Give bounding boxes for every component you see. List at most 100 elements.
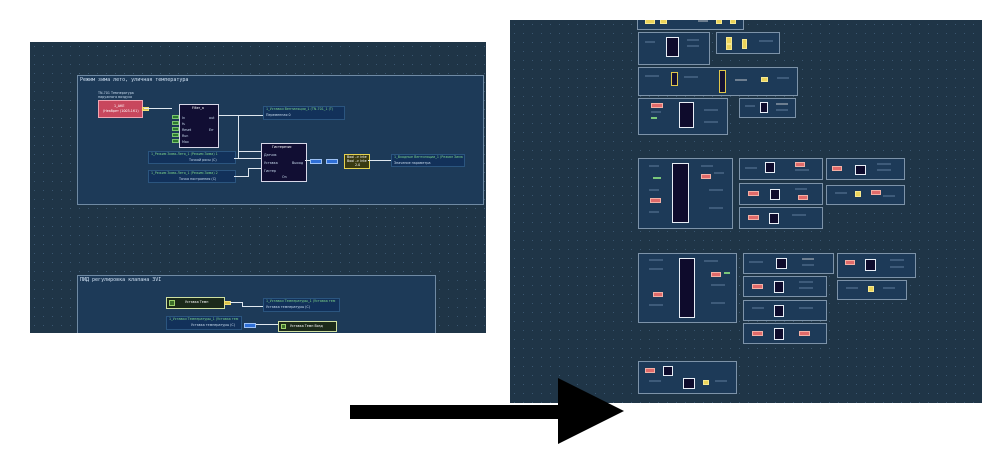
overview-bar <box>735 79 747 81</box>
overview-group[interactable] <box>837 253 916 278</box>
overview-bar <box>704 260 718 262</box>
overview-group[interactable] <box>638 253 737 323</box>
group-winter-summer[interactable]: Режим зима лето, уличная температура TN-… <box>77 75 484 205</box>
overview-bar <box>877 169 891 171</box>
overview-group[interactable] <box>716 32 780 54</box>
filter-in-3: Reset <box>182 128 192 132</box>
filter-block[interactable]: Filter_a In fs Reset Run Max out Err <box>179 104 219 148</box>
wire <box>242 302 243 307</box>
overview-node <box>774 281 784 293</box>
group-pid-valve[interactable]: ПИД регулировка клапана 3VI Уставка Темп… <box>77 275 436 333</box>
overview-group[interactable] <box>743 276 827 297</box>
bool-convert-block[interactable]: Bool -> Inte Bool -> Inte 2.0 <box>344 154 370 169</box>
overview-group[interactable] <box>837 280 907 300</box>
overview-node <box>855 165 866 175</box>
filter-port-2[interactable] <box>172 121 179 125</box>
pid-input-field[interactable]: 1_Уставки Температуры_1 (Уставка тем Уст… <box>166 316 242 330</box>
overview-canvas[interactable] <box>510 20 982 403</box>
output-field-right[interactable]: 1_Входные Вентиляции_1 (Режим Зима Значе… <box>391 154 465 167</box>
overview-group[interactable] <box>638 98 728 135</box>
input-field-dew[interactable]: 1_Режим Зима-Лето_1 (Режим Зима) 1 Точко… <box>148 151 236 164</box>
overview-bar <box>649 259 663 261</box>
setpoint-checkbox[interactable] <box>169 300 175 306</box>
overview-bar <box>846 287 858 289</box>
overview-group[interactable] <box>638 67 798 96</box>
filter-port-5[interactable] <box>172 139 179 143</box>
overview-node <box>683 378 695 389</box>
detail-canvas[interactable]: Режим зима лето, уличная температура TN-… <box>30 42 486 333</box>
overview-bar <box>749 261 763 263</box>
connector-capsule-2[interactable] <box>326 159 338 164</box>
overview-bar <box>645 41 655 43</box>
overview-node <box>663 366 673 376</box>
wire <box>144 108 172 109</box>
filter-port-1[interactable] <box>172 115 179 119</box>
overview-node <box>752 284 763 289</box>
output-right-line1: 1_Входные Вентиляции_1 (Режим Зима <box>394 155 463 159</box>
overview-node <box>865 259 876 271</box>
connector-capsule-3[interactable] <box>244 323 256 328</box>
overview-node <box>742 39 747 49</box>
overview-bar <box>799 281 813 283</box>
overview-group[interactable] <box>739 158 823 180</box>
overview-group[interactable] <box>638 158 733 229</box>
overview-group[interactable] <box>739 183 823 205</box>
overview-bar <box>645 75 659 77</box>
hyst-in-2: Уставка <box>264 161 278 165</box>
overview-group[interactable] <box>638 361 737 394</box>
setpoint-block[interactable]: Уставка Темп <box>166 297 225 309</box>
input-dew-line1: 1_Режим Зима-Лето_1 (Режим Зима) 1 <box>151 152 218 156</box>
filter-title: Filter_a <box>192 106 204 110</box>
filter-in-4: Run <box>182 134 189 138</box>
bool-line1: Bool -> Inte <box>347 155 367 159</box>
overview-bar <box>890 259 904 261</box>
overview-bar <box>704 121 718 123</box>
overview-bar <box>835 192 847 194</box>
overview-bar <box>698 20 708 22</box>
overview-bar <box>711 284 725 286</box>
overview-bar <box>759 40 773 42</box>
overview-group[interactable] <box>637 20 744 30</box>
overview-group[interactable] <box>826 158 905 180</box>
overview-bar <box>802 264 814 266</box>
overview-node <box>726 44 732 50</box>
overview-group[interactable] <box>743 253 834 274</box>
overview-bar <box>651 111 661 113</box>
overview-bar <box>745 105 755 107</box>
overview-bar <box>711 302 725 304</box>
air-setpoint-checkbox[interactable] <box>281 324 286 329</box>
setpoint-output-port[interactable] <box>224 301 231 305</box>
overview-bar <box>877 163 891 165</box>
wire <box>218 115 263 116</box>
filter-in-5: Max <box>182 140 189 144</box>
filter-out-2: Err <box>209 128 214 132</box>
overview-bar <box>883 287 895 289</box>
output-field-top[interactable]: 1_Уставки Вентиляции_1 (TN-701_1 (T) Пер… <box>263 106 345 120</box>
overview-node <box>645 20 655 24</box>
overview-group[interactable] <box>739 98 796 118</box>
filter-port-4[interactable] <box>172 133 179 137</box>
overview-node <box>711 272 721 277</box>
input-heat-line2: Точка построения (С) <box>179 177 217 181</box>
filter-port-3[interactable] <box>172 127 179 131</box>
input-field-heat[interactable]: 1_Режим Зима-Лето_1 (Режим Зима) 2 Точка… <box>148 170 236 183</box>
temperature-source-block[interactable]: 1_АКЕ (Неабрет (1003-1К1) <box>98 100 143 118</box>
overview-bar <box>795 188 807 190</box>
pid-output-field[interactable]: 1_Уставки Температуры_1 (Уставка тем Уст… <box>263 298 340 312</box>
overview-node <box>666 37 679 57</box>
overview-node <box>748 191 759 196</box>
hysteresis-block[interactable]: Гистерезис Датчик Уставка Гистер Выход O… <box>261 143 307 182</box>
overview-group[interactable] <box>826 185 905 205</box>
connector-capsule-1[interactable] <box>310 159 322 164</box>
overview-group[interactable] <box>638 32 710 65</box>
overview-group[interactable] <box>743 300 827 321</box>
overview-group[interactable] <box>739 207 823 229</box>
air-setpoint-block[interactable]: Уставка Темп Возд <box>278 321 337 332</box>
overview-node <box>832 166 842 171</box>
overview-bar <box>649 165 659 167</box>
pid-in-line2: Уставка температуры (С) <box>191 323 235 327</box>
source-output-port[interactable] <box>142 107 149 111</box>
wire <box>234 176 248 177</box>
overview-bar <box>709 189 723 191</box>
overview-group[interactable] <box>743 323 827 344</box>
